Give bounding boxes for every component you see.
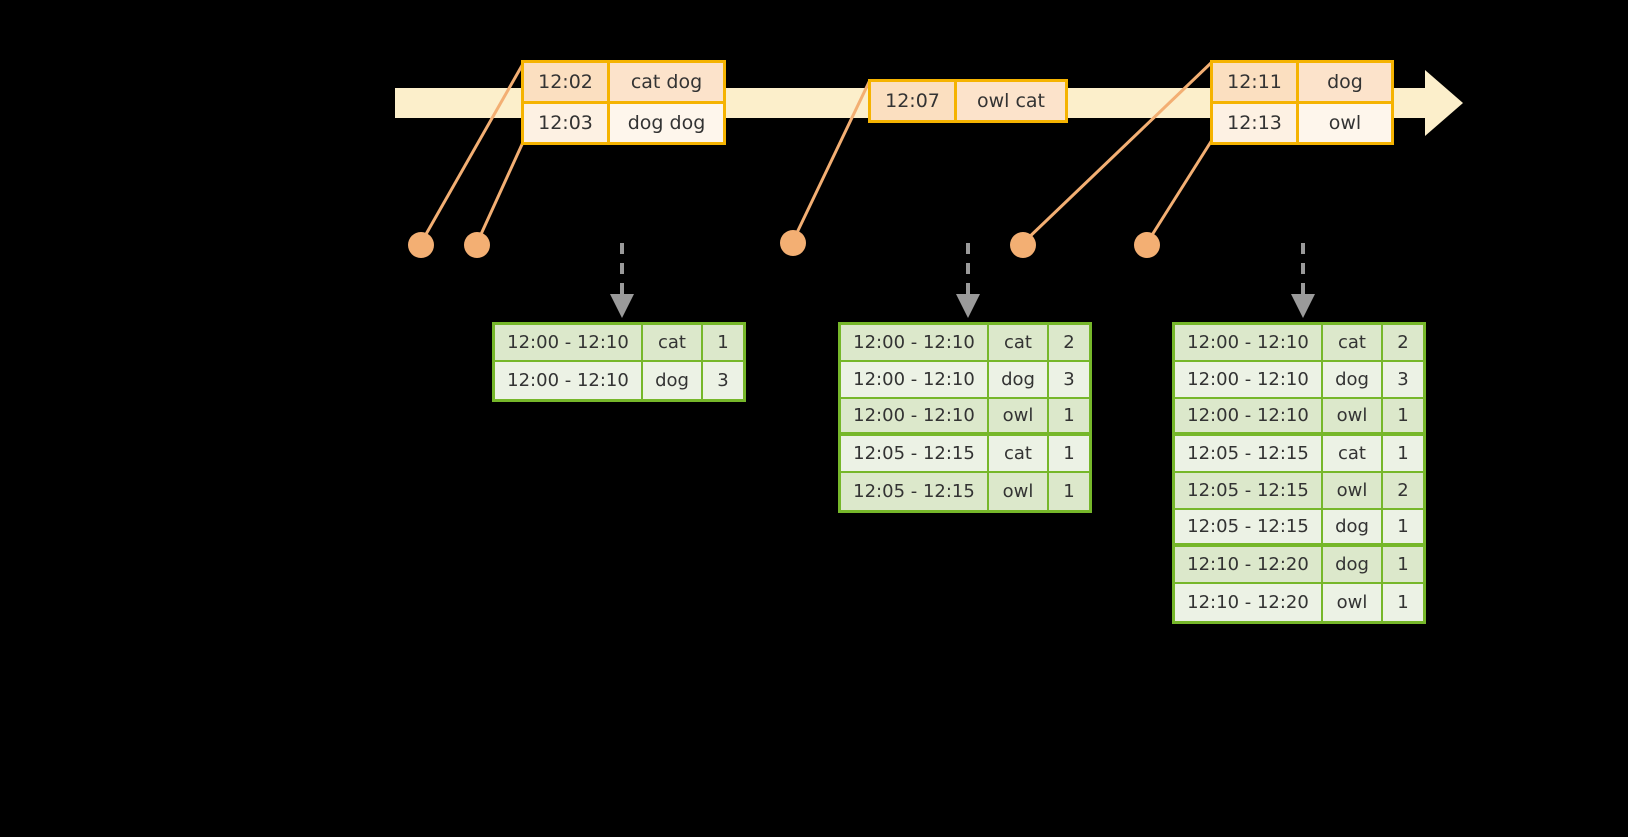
event-row: 12:13 owl <box>1213 101 1391 142</box>
count-cell: 1 <box>1049 399 1089 432</box>
key-cell: dog <box>1323 547 1383 582</box>
window-cell: 12:00 - 12:10 <box>495 362 643 399</box>
key-cell: owl <box>989 473 1049 510</box>
event-time: 12:03 <box>524 104 610 142</box>
event-dot-5 <box>1134 232 1160 258</box>
key-cell: owl <box>989 399 1049 432</box>
key-cell: cat <box>1323 436 1383 471</box>
connector-1 <box>419 61 526 244</box>
result-arrow-1-head <box>610 294 634 318</box>
event-dot-2 <box>464 232 490 258</box>
window-cell: 12:05 - 12:15 <box>1175 473 1323 508</box>
key-cell: dog <box>989 362 1049 397</box>
event-time: 12:02 <box>524 63 610 101</box>
key-cell: cat <box>1323 325 1383 360</box>
count-cell: 1 <box>1383 436 1423 471</box>
window-cell: 12:00 - 12:10 <box>1175 399 1323 432</box>
window-cell: 12:00 - 12:10 <box>495 325 643 360</box>
key-cell: dog <box>643 362 703 399</box>
event-row: 12:11 dog <box>1213 63 1391 101</box>
count-cell: 1 <box>1383 399 1423 432</box>
count-cell: 1 <box>1049 436 1089 471</box>
event-value: cat dog <box>610 63 723 101</box>
result-arrowheads <box>610 294 1315 318</box>
event-row: 12:07 owl cat <box>871 82 1065 120</box>
count-cell: 3 <box>1049 362 1089 397</box>
event-group-2[interactable]: 12:07 owl cat <box>868 79 1068 123</box>
count-cell: 3 <box>703 362 743 399</box>
count-cell: 1 <box>1383 584 1423 621</box>
window-cell: 12:00 - 12:10 <box>841 399 989 432</box>
key-cell: dog <box>1323 362 1383 397</box>
event-group-3[interactable]: 12:11 dog 12:13 owl <box>1210 60 1394 145</box>
count-cell: 1 <box>1383 510 1423 543</box>
result-arrow-3-head <box>1291 294 1315 318</box>
connector-5 <box>1145 139 1214 244</box>
window-cell: 12:05 - 12:15 <box>1175 436 1323 471</box>
event-group-1[interactable]: 12:02 cat dog 12:03 dog dog <box>521 60 726 145</box>
connector-3 <box>791 79 872 242</box>
window-cell: 12:10 - 12:20 <box>1175 584 1323 621</box>
window-cell: 12:00 - 12:10 <box>841 325 989 360</box>
key-cell: owl <box>1323 584 1383 621</box>
count-cell: 2 <box>1383 325 1423 360</box>
count-cell: 1 <box>1383 547 1423 582</box>
event-row: 12:02 cat dog <box>524 63 723 101</box>
window-cell: 12:00 - 12:10 <box>1175 362 1323 397</box>
result-arrows <box>620 243 1305 296</box>
window-cell: 12:10 - 12:20 <box>1175 547 1323 582</box>
key-cell: cat <box>989 436 1049 471</box>
count-cell: 2 <box>1049 325 1089 360</box>
window-cell: 12:05 - 12:15 <box>841 436 989 471</box>
event-row: 12:03 dog dog <box>524 101 723 142</box>
count-cell: 3 <box>1383 362 1423 397</box>
key-cell: cat <box>989 325 1049 360</box>
connector-2 <box>475 139 526 244</box>
event-value: owl <box>1299 104 1391 142</box>
event-dot-4 <box>1010 232 1036 258</box>
key-cell: dog <box>1323 510 1383 543</box>
window-cell: 12:05 - 12:15 <box>1175 510 1323 543</box>
count-cell: 1 <box>1049 473 1089 510</box>
window-cell: 12:00 - 12:10 <box>841 362 989 397</box>
key-cell: cat <box>643 325 703 360</box>
event-dot-1 <box>408 232 434 258</box>
event-value: dog <box>1299 63 1391 101</box>
window-cell: 12:00 - 12:10 <box>1175 325 1323 360</box>
event-time: 12:11 <box>1213 63 1299 101</box>
count-cell: 2 <box>1383 473 1423 508</box>
key-cell: owl <box>1323 473 1383 508</box>
event-time: 12:13 <box>1213 104 1299 142</box>
event-value: dog dog <box>610 104 723 142</box>
key-cell: owl <box>1323 399 1383 432</box>
window-cell: 12:05 - 12:15 <box>841 473 989 510</box>
result-arrow-2-head <box>956 294 980 318</box>
count-cell: 1 <box>703 325 743 360</box>
event-time: 12:07 <box>871 82 957 120</box>
event-value: owl cat <box>957 82 1065 120</box>
event-dot-3 <box>780 230 806 256</box>
